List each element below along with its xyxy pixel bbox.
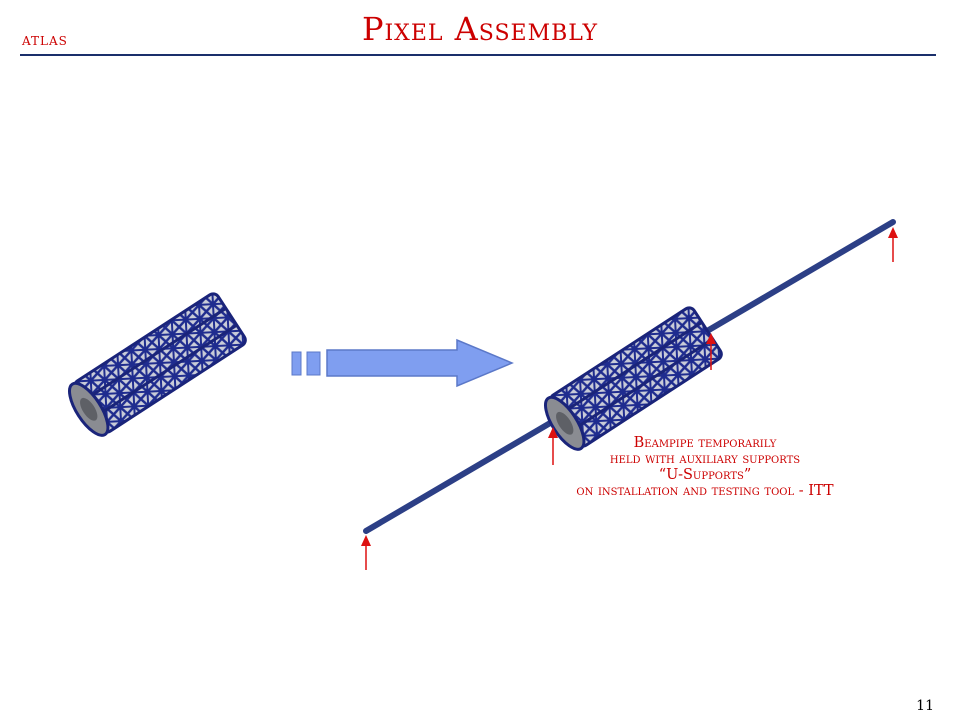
page-number: 11: [916, 698, 934, 714]
support-arrow: [888, 227, 898, 262]
pixel-detector-on-beampipe: [544, 306, 723, 451]
page-title: Pixel Assembly: [361, 10, 599, 48]
annotation-line: “U-Supports”: [658, 467, 752, 483]
insertion-arrow: [291, 338, 514, 388]
support-annotation: Beampipe temporarily held with auxiliary…: [530, 435, 880, 499]
support-arrow: [706, 333, 716, 370]
atlas-logo: atlas: [22, 30, 68, 50]
title-divider: [20, 54, 936, 56]
pixel-detector-left: [68, 292, 247, 437]
annotation-line: on installation and testing tool - ITT: [576, 483, 834, 499]
annotation-line: Beampipe temporarily: [633, 435, 777, 451]
support-arrow: [361, 535, 371, 570]
annotation-line: held with auxiliary supports: [609, 451, 801, 467]
support-arrow: [548, 427, 558, 465]
